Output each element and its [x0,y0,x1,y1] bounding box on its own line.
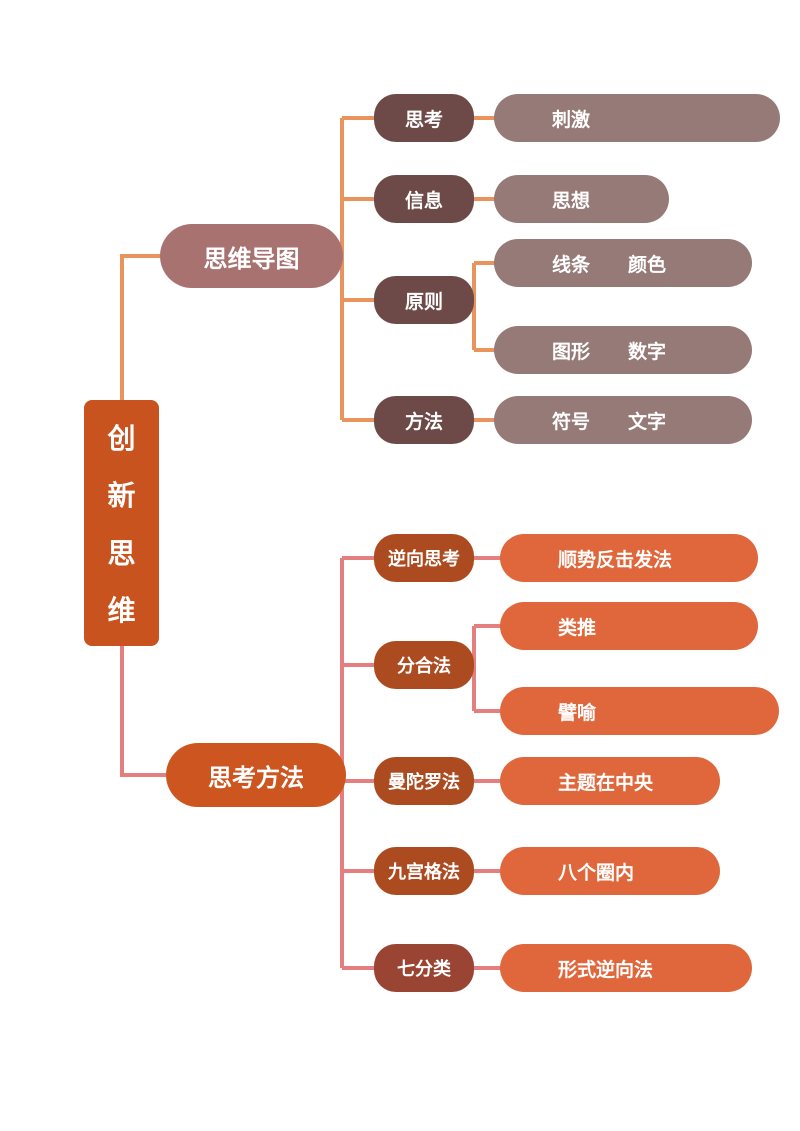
topic-node[interactable]: 思考 [374,94,474,142]
leaf-label: 主题在中央 [558,771,654,794]
topic-label: 方法 [404,410,443,433]
leaf-node[interactable]: 图形 数字 [494,326,752,374]
leaf-label: 顺势反击发法 [558,548,673,571]
topic-node[interactable]: 逆向思考 [374,534,474,582]
leaf-node[interactable]: 譬喻 [500,687,779,735]
branch-label: 思考方法 [208,763,304,792]
topic-label: 逆向思考 [388,549,460,570]
branch-node-thinking-methods[interactable]: 思考方法 [166,743,346,807]
root-node[interactable]: 创 新 思 维 [84,400,159,646]
leaf-node[interactable]: 思想 [494,175,669,223]
leaf-node[interactable]: 顺势反击发法 [500,534,758,582]
branch-node-mind-map[interactable]: 思维导图 [160,224,343,288]
root-char: 维 [107,593,136,627]
topic-node[interactable]: 信息 [374,175,474,223]
topic-label: 原则 [404,290,443,313]
leaf-label: 线条 [552,253,591,276]
connector-root-bottom [120,646,166,777]
topic-label: 分合法 [397,656,451,677]
root-char: 新 [107,479,136,513]
leaf-node[interactable]: 八个圈内 [500,847,720,895]
leaf-label: 形式逆向法 [558,958,654,981]
leaf-label: 刺激 [552,108,591,131]
connector-root-top [120,254,160,400]
leaf-label: 颜色 [628,253,667,276]
connector-bottom-leaf-2 [472,624,502,713]
leaf-label: 符号 [552,410,591,433]
root-char: 思 [107,536,136,570]
topic-node[interactable]: 方法 [374,396,474,444]
leaf-label: 譬喻 [558,701,597,724]
branch-label: 思维导图 [203,244,300,273]
leaf-label: 文字 [628,410,667,433]
leaf-node[interactable]: 符号 文字 [494,396,752,444]
leaf-label: 八个圈内 [558,861,635,884]
topic-node[interactable]: 分合法 [374,641,474,689]
leaf-node[interactable]: 主题在中央 [500,757,720,805]
topic-label: 七分类 [397,959,451,980]
leaf-label: 图形 [552,340,591,363]
leaf-node[interactable]: 线条 颜色 [494,239,752,287]
topic-node[interactable]: 原则 [374,276,474,324]
topic-node[interactable]: 七分类 [374,944,474,992]
leaf-label: 类推 [558,616,597,639]
topic-label: 信息 [404,189,443,212]
connector-top-leaf-3 [472,261,496,352]
topic-node[interactable]: 曼陀罗法 [374,757,474,805]
root-char: 创 [107,422,136,456]
leaf-node[interactable]: 类推 [500,602,758,650]
leaf-node[interactable]: 形式逆向法 [500,944,752,992]
leaf-node[interactable]: 刺激 [494,94,780,142]
topic-node[interactable]: 九宫格法 [374,847,474,895]
topic-label: 思考 [404,108,443,131]
leaf-label: 思想 [552,189,591,212]
topic-label: 曼陀罗法 [388,772,460,793]
leaf-label: 数字 [628,340,667,363]
connector-top-trunk [340,118,344,420]
topic-label: 九宫格法 [388,862,460,883]
